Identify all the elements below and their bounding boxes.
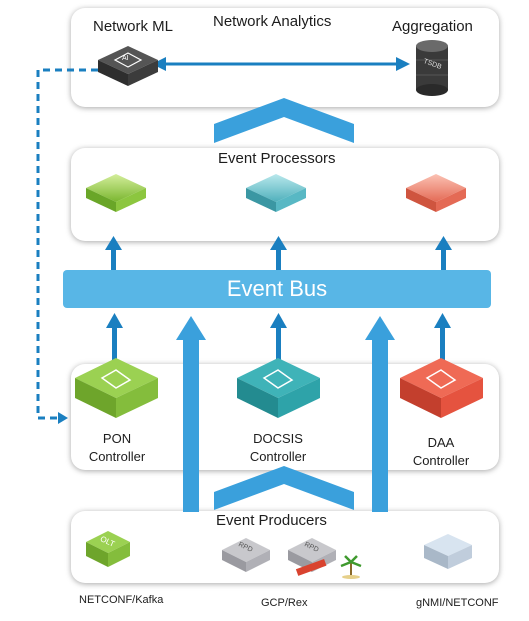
- pon-controller-line1: PON: [102, 431, 132, 446]
- event-producers-title: Event Producers: [216, 512, 327, 529]
- pon-controller-line2: Controller: [88, 449, 146, 464]
- ml-aggregation-arrow: [152, 57, 410, 71]
- daa-controller-line2: Controller: [412, 453, 470, 468]
- protocol-gcp-rex: GCP/Rex: [261, 597, 308, 609]
- gnmi-device-icon: [424, 534, 472, 569]
- rpd-device-red-icon: [288, 538, 336, 576]
- up-chevron-controllers: [214, 466, 354, 510]
- protocol-netconf-kafka: NETCONF/Kafka: [79, 594, 164, 606]
- producer-to-bus-arrows: [176, 316, 395, 512]
- palm-tree-icon: [340, 555, 362, 579]
- processor-cube-teal-icon: [246, 174, 306, 212]
- pon-controller-label: PON Controller: [82, 430, 152, 466]
- daa-controller-line1: DAA: [427, 435, 455, 450]
- processor-cube-green-icon: [86, 174, 146, 212]
- up-chevron-analytics: [214, 98, 354, 143]
- network-ml-device-icon: [98, 46, 158, 86]
- daa-controller-label: DAA Controller: [406, 434, 476, 470]
- docsis-controller-icon: [237, 358, 320, 418]
- docsis-controller-label: DOCSIS Controller: [243, 430, 313, 466]
- docsis-controller-line2: Controller: [249, 449, 307, 464]
- network-ml-label: Network ML: [93, 18, 174, 35]
- docsis-controller-line1: DOCSIS: [253, 431, 303, 446]
- protocol-gnmi-netconf: gNMI/NETCONF: [416, 597, 499, 609]
- daa-controller-icon: [400, 358, 483, 418]
- tsdb-database-icon: [416, 40, 448, 96]
- bus-to-processor-arrows: [105, 236, 452, 270]
- processor-cube-red-icon: [406, 174, 466, 212]
- ml-chip-text: AI: [122, 55, 129, 62]
- controller-to-bus-arrows: [106, 313, 451, 362]
- event-processors-title: Event Processors: [218, 150, 336, 167]
- pon-controller-icon: [75, 358, 158, 418]
- rpd-device-icon: [222, 538, 270, 572]
- network-analytics-title: Network Analytics: [213, 13, 332, 30]
- event-bus: Event Bus: [63, 270, 491, 308]
- dashed-feedback-line: [36, 68, 98, 424]
- olt-device-icon: [86, 531, 130, 567]
- aggregation-label: Aggregation: [392, 18, 473, 35]
